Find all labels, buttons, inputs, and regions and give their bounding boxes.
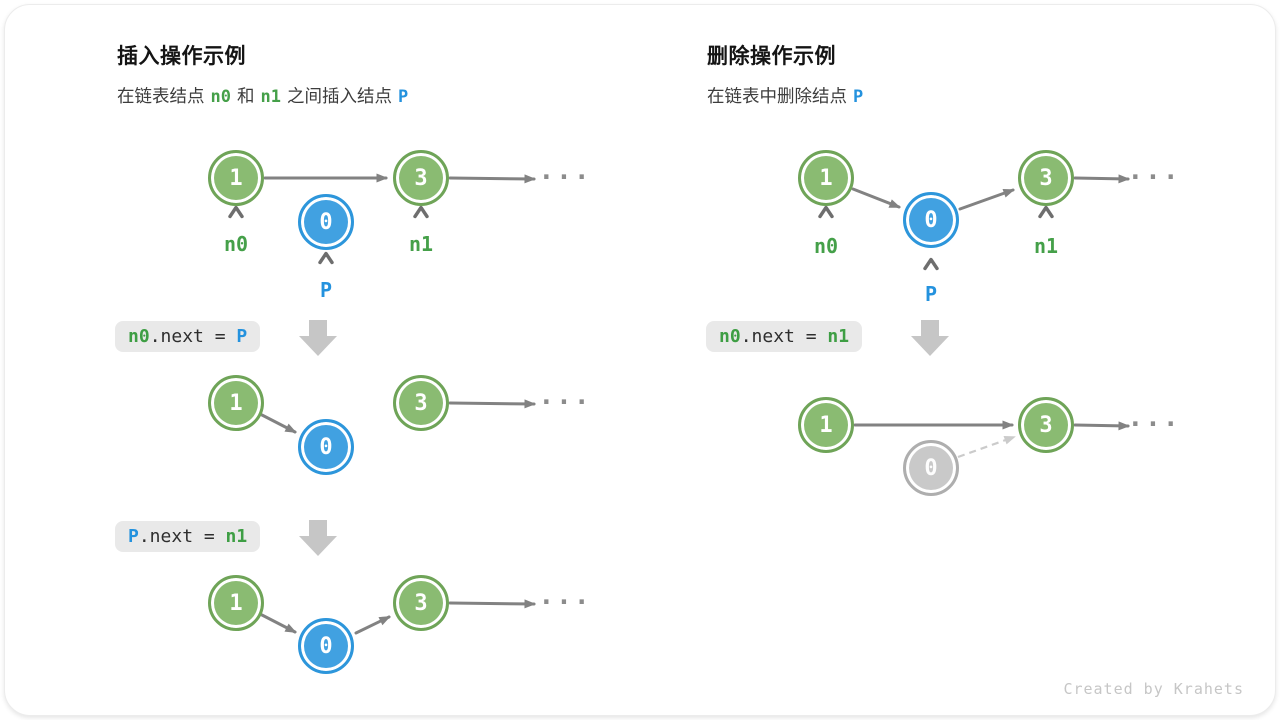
- delete-title: 删除操作示例: [707, 45, 836, 68]
- insert-title: 插入操作示例: [117, 45, 246, 68]
- code-token: P: [236, 326, 248, 347]
- subtitle-text: 在链表结点: [117, 86, 205, 106]
- code-token: .next =: [138, 526, 226, 547]
- node-label-n1: n1: [408, 232, 434, 256]
- subtitle-text: 在链表中删除结点: [707, 86, 847, 106]
- credit-text: Created by Krahets: [1063, 680, 1244, 698]
- code-token: n0: [719, 326, 741, 347]
- list-node-1: 1: [208, 150, 264, 206]
- ellipsis: ...: [1127, 403, 1181, 433]
- diagram-card: [4, 4, 1276, 716]
- ellipsis: ...: [538, 381, 592, 411]
- delete-subtitle: 在链表中删除结点 P: [707, 83, 869, 108]
- node-label-n1: n1: [1033, 234, 1059, 258]
- list-node-1: 1: [208, 375, 264, 431]
- code-token: n1: [827, 326, 850, 347]
- list-node-1: 1: [798, 397, 854, 453]
- list-node-3: 3: [393, 375, 449, 431]
- code-token: P: [128, 526, 139, 547]
- list-node-3: 3: [393, 575, 449, 631]
- code-token: n0: [128, 326, 150, 347]
- node-label-n0: n0: [223, 232, 249, 256]
- list-node-p: 0: [298, 194, 354, 250]
- code-token: n1: [225, 526, 248, 547]
- subtitle-text: 之间插入结点: [286, 86, 392, 106]
- list-node-3: 3: [1018, 150, 1074, 206]
- token-p: P: [397, 87, 409, 107]
- subtitle-text: 和: [236, 86, 255, 106]
- ellipsis: ...: [1127, 156, 1181, 186]
- token-p: P: [853, 87, 864, 107]
- code-insert-step1: n0.next = P: [115, 321, 261, 352]
- list-node-3: 3: [1018, 397, 1074, 453]
- token-n1: n1: [260, 87, 281, 107]
- list-node-removed: 0: [903, 440, 959, 496]
- code-insert-step2: P.next = n1: [115, 521, 261, 552]
- code-delete-step1: n0.next = n1: [706, 321, 863, 352]
- node-label-n0: n0: [813, 234, 839, 258]
- token-n0: n0: [210, 87, 231, 107]
- list-node-p: 0: [903, 192, 959, 248]
- code-token: .next =: [740, 326, 828, 347]
- list-node-1: 1: [798, 150, 854, 206]
- list-node-p: 0: [298, 419, 354, 475]
- code-token: .next =: [149, 326, 237, 347]
- ellipsis: ...: [538, 156, 592, 186]
- node-label-p: P: [319, 278, 333, 302]
- node-label-p: P: [924, 282, 938, 306]
- list-node-p: 0: [298, 618, 354, 674]
- ellipsis: ...: [538, 581, 592, 611]
- list-node-3: 3: [393, 150, 449, 206]
- list-node-1: 1: [208, 575, 264, 631]
